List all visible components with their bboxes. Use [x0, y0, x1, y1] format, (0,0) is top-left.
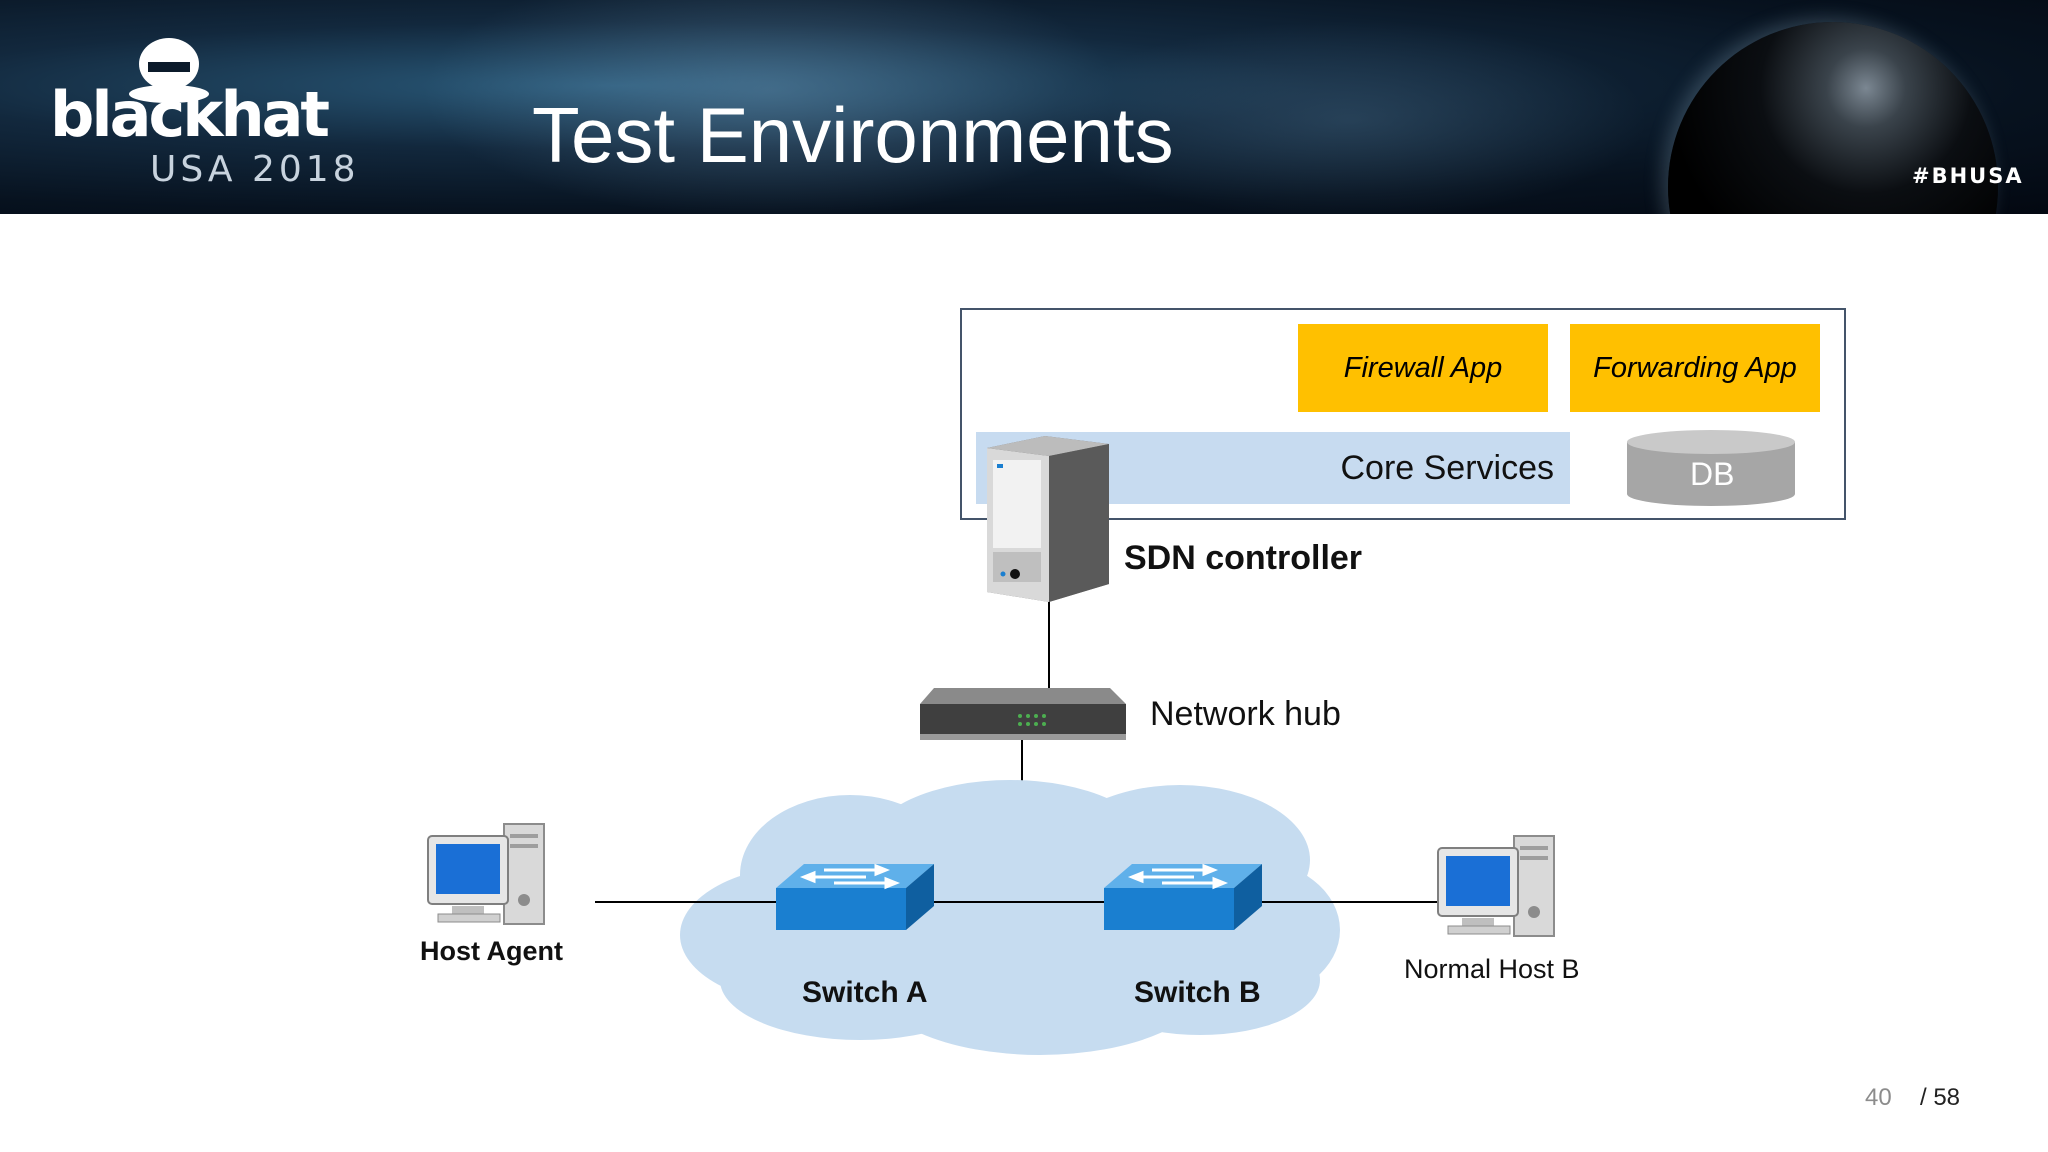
hat-icon — [129, 38, 209, 103]
logo-subtitle: USA 2018 — [150, 149, 360, 190]
db-label: DB — [1690, 456, 1735, 492]
host-agent-label: Host Agent — [420, 936, 563, 966]
switch-b-label: Switch B — [1134, 976, 1261, 1009]
slide-title: Test Environments — [532, 91, 1174, 179]
hub-icon — [920, 688, 1126, 740]
hashtag: #BHUSA — [1912, 164, 2024, 188]
db-cylinder — [1627, 430, 1795, 506]
host-b-label: Normal Host B — [1404, 954, 1580, 984]
sdn-controller-label: SDN controller — [1124, 539, 1363, 577]
switch-a-label: Switch A — [802, 976, 928, 1009]
header-banner: blackhat USA 2018 Test Environments #BHU… — [0, 0, 2048, 214]
logo-wordmark: blackhat — [50, 78, 330, 151]
network-hub-label: Network hub — [1150, 695, 1341, 733]
switch-a-icon — [776, 863, 934, 930]
switch-b-icon — [1104, 863, 1262, 930]
server-icon — [987, 436, 1109, 602]
host-b-computer-icon — [1437, 835, 1555, 937]
banner-nebula — [420, 0, 1120, 214]
page-number-total: / 58 — [1920, 1084, 1961, 1111]
app-forwarding: Forwarding App — [1570, 324, 1820, 412]
host-agent-computer-icon — [427, 823, 545, 925]
banner-nebula-2 — [1050, 20, 1650, 214]
page-number-current: 40 — [1865, 1084, 1892, 1111]
app-firewall: Firewall App — [1298, 324, 1548, 412]
